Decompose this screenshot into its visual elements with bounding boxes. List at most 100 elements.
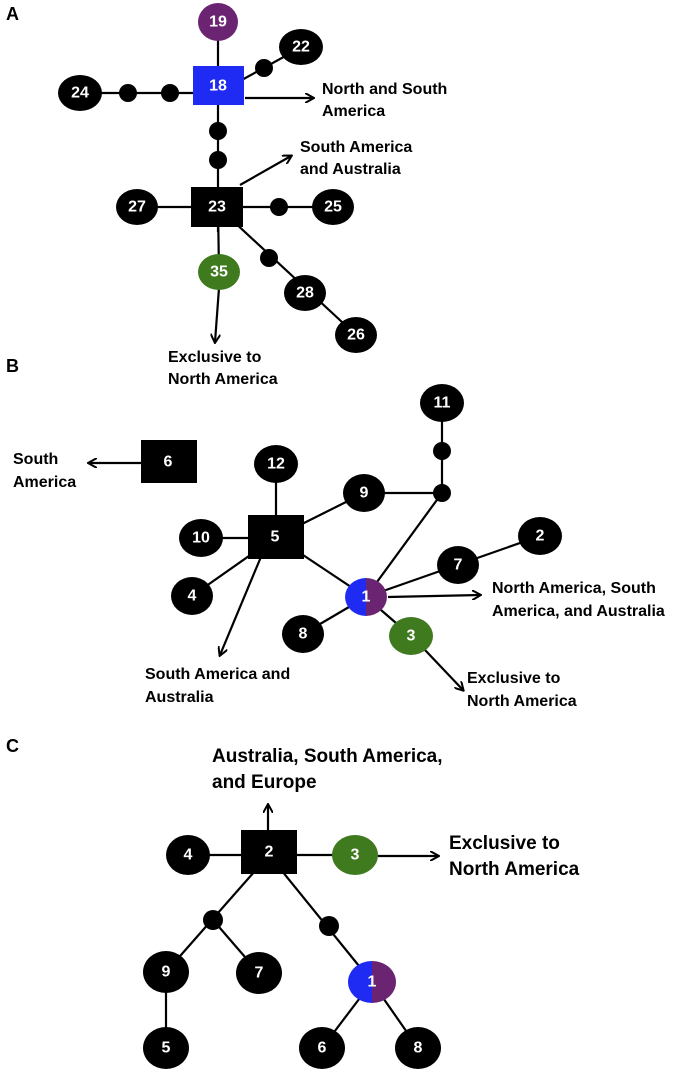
intermediate-node [255, 59, 273, 77]
label-b-south-australia-2: Australia [145, 689, 214, 706]
svg-text:7: 7 [255, 965, 264, 982]
arrow-b-exclusive [424, 649, 463, 690]
node-c-7: 7 [236, 952, 282, 994]
intermediate-node [260, 249, 278, 267]
node-a-23: 23 [191, 187, 243, 227]
node-b-2: 2 [518, 517, 562, 555]
node-c-2: 2 [241, 830, 297, 874]
label-b-exclusive-1: Exclusive to [467, 670, 561, 687]
node-b-8: 8 [282, 615, 324, 653]
label-b-south-2: America [13, 474, 76, 491]
intermediate-node [209, 122, 227, 140]
svg-text:3: 3 [407, 628, 416, 645]
svg-text:1: 1 [368, 974, 377, 991]
svg-text:24: 24 [71, 85, 89, 102]
svg-text:5: 5 [271, 529, 280, 546]
panel-b-letter: B [6, 356, 19, 376]
intermediate-node [433, 442, 451, 460]
intermediate-node [209, 151, 227, 169]
panel-a-letter: A [6, 4, 19, 24]
node-a-26: 26 [335, 317, 377, 353]
node-b-1: 1 [345, 578, 387, 616]
node-a-24: 24 [58, 75, 102, 111]
label-a-north-south-2: America [322, 103, 385, 120]
svg-text:8: 8 [414, 1040, 423, 1057]
arrow-b-nsaa [387, 595, 480, 597]
label-a-south-australia-1: South America [300, 139, 412, 156]
node-a-19: 19 [198, 3, 238, 41]
svg-text:18: 18 [209, 78, 227, 95]
panel-c: C 4 2 3 9 [6, 736, 580, 1069]
intermediate-node [161, 84, 179, 102]
svg-text:5: 5 [162, 1040, 171, 1057]
label-b-nsaa-2: America, and Australia [492, 603, 665, 620]
svg-text:22: 22 [292, 39, 310, 56]
svg-text:35: 35 [210, 264, 228, 281]
svg-text:9: 9 [162, 964, 171, 981]
node-b-5: 5 [248, 515, 304, 559]
edge-b-junction-1 [365, 492, 443, 598]
label-b-exclusive-2: North America [467, 693, 577, 710]
node-c-5: 5 [143, 1027, 189, 1069]
svg-text:23: 23 [208, 199, 226, 216]
svg-text:26: 26 [347, 327, 365, 344]
node-c-6: 6 [299, 1027, 345, 1069]
node-b-6: 6 [141, 440, 197, 483]
label-b-nsaa-1: North America, South [492, 580, 656, 597]
intermediate-node [119, 84, 137, 102]
svg-text:6: 6 [164, 454, 173, 471]
intermediate-node [203, 910, 223, 930]
node-c-9: 9 [143, 951, 189, 993]
intermediate-node [270, 198, 288, 216]
panel-b: B 6 11 [6, 356, 665, 710]
edge-c-2-1 [268, 854, 373, 983]
svg-text:28: 28 [296, 285, 314, 302]
svg-text:12: 12 [267, 456, 285, 473]
label-b-south-australia-1: South America and [145, 666, 290, 683]
svg-text:2: 2 [265, 844, 274, 861]
svg-text:7: 7 [454, 557, 463, 574]
label-a-exclusive-2: North America [168, 371, 278, 388]
node-b-12: 12 [254, 445, 298, 483]
panel-c-letter: C [6, 736, 19, 756]
node-b-9: 9 [343, 474, 385, 512]
node-b-10: 10 [179, 519, 223, 557]
node-b-11: 11 [420, 384, 464, 422]
arrow-a-south-america-australia [239, 156, 291, 186]
node-c-4: 4 [166, 835, 210, 875]
node-a-18: 18 [193, 66, 244, 105]
svg-text:4: 4 [188, 588, 197, 605]
node-b-4: 4 [171, 577, 213, 615]
arrow-b-south-australia [220, 551, 265, 655]
svg-text:9: 9 [360, 485, 369, 502]
node-b-7: 7 [437, 546, 479, 584]
svg-text:11: 11 [434, 395, 451, 412]
label-a-south-australia-2: and Australia [300, 161, 401, 178]
node-a-22: 22 [279, 29, 323, 65]
svg-text:10: 10 [192, 530, 210, 547]
label-a-exclusive-1: Exclusive to [168, 349, 262, 366]
node-a-27: 27 [116, 189, 158, 225]
arrow-a-exclusive [215, 287, 219, 342]
svg-text:2: 2 [536, 528, 545, 545]
svg-text:8: 8 [299, 626, 308, 643]
intermediate-node [433, 484, 451, 502]
svg-text:25: 25 [324, 199, 342, 216]
label-c-ase-2: and Europe [212, 772, 317, 793]
label-c-exclusive-2: North America [449, 859, 580, 880]
svg-text:19: 19 [209, 14, 227, 31]
node-a-25: 25 [312, 189, 354, 225]
label-b-south-1: South [13, 451, 58, 468]
panel-c-edges [164, 853, 419, 1049]
node-a-35: 35 [198, 254, 240, 290]
node-a-28: 28 [284, 275, 326, 311]
node-b-3: 3 [389, 617, 433, 655]
label-c-exclusive-1: Exclusive to [449, 833, 560, 854]
svg-text:6: 6 [318, 1040, 327, 1057]
node-c-3: 3 [332, 835, 378, 875]
svg-text:4: 4 [184, 847, 193, 864]
node-c-1: 1 [348, 961, 396, 1003]
edge-a-23-26 [217, 206, 357, 336]
label-c-ase-1: Australia, South America, [212, 746, 443, 767]
